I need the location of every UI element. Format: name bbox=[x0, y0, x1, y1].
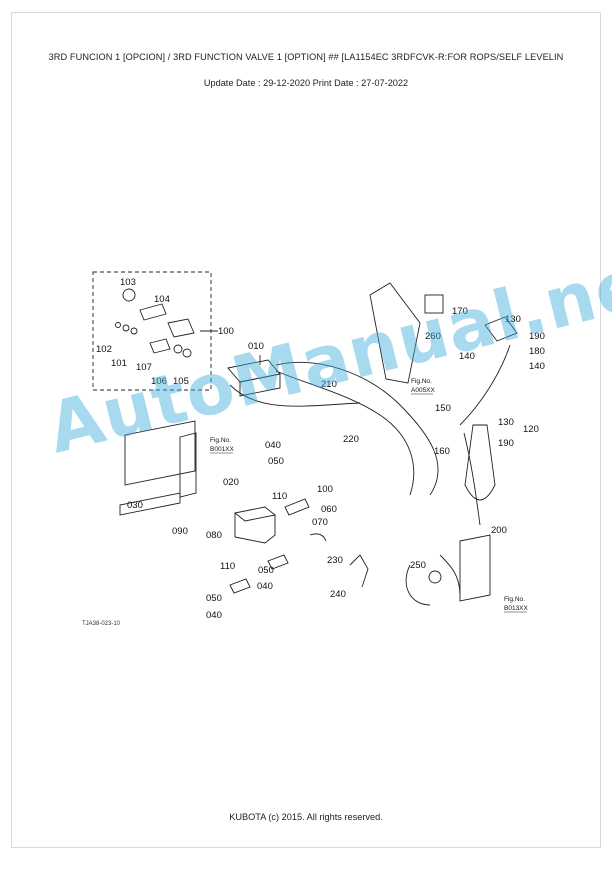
label-103: 103 bbox=[120, 277, 136, 288]
label-101: 101 bbox=[111, 358, 127, 369]
label-070: 070 bbox=[312, 517, 328, 528]
label-090: 090 bbox=[172, 526, 188, 537]
label-130-top: 130 bbox=[505, 314, 521, 325]
label-170: 170 bbox=[452, 306, 468, 317]
label-030: 030 bbox=[127, 500, 143, 511]
part-100-fitting bbox=[284, 498, 310, 516]
label-140-left: 140 bbox=[459, 351, 475, 362]
part-103-nut bbox=[122, 288, 136, 302]
label-150: 150 bbox=[435, 403, 451, 414]
label-200: 200 bbox=[491, 525, 507, 536]
label-140-right: 140 bbox=[529, 361, 545, 372]
cable-150 bbox=[459, 344, 511, 426]
page-dates: Update Date : 29-12-2020 Print Date : 27… bbox=[203, 78, 409, 88]
label-050-a: 050 bbox=[268, 456, 284, 467]
label-130-mid: 130 bbox=[498, 417, 514, 428]
label-050-c: 050 bbox=[206, 593, 222, 604]
label-180: 180 bbox=[529, 346, 545, 357]
footer-copyright: KUBOTA (c) 2015. All rights reserved. bbox=[229, 812, 383, 822]
label-230: 230 bbox=[327, 555, 343, 566]
control-box bbox=[459, 534, 491, 602]
label-100-main: 100 bbox=[317, 484, 333, 495]
part-104-fitting bbox=[139, 303, 167, 321]
label-100-kit: 100 bbox=[218, 326, 234, 337]
part-230-bracket bbox=[349, 554, 369, 588]
label-190-mid: 190 bbox=[498, 438, 514, 449]
label-060: 060 bbox=[321, 504, 337, 515]
label-240: 240 bbox=[330, 589, 346, 600]
figref-b001-line1: Fig.No. bbox=[210, 437, 231, 444]
part-070-elbow bbox=[309, 533, 327, 542]
label-107: 107 bbox=[136, 362, 152, 373]
part-260-plate bbox=[424, 294, 444, 314]
hose-210 bbox=[275, 361, 439, 496]
label-106: 106 bbox=[151, 376, 167, 387]
label-010: 010 bbox=[248, 341, 264, 352]
drawing-code: TJA38-023-10 bbox=[82, 621, 121, 627]
page-title: 3RD FUNCION 1 [OPCION] / 3RD FUNCTION VA… bbox=[48, 52, 564, 62]
part-020-valve bbox=[233, 506, 277, 522]
label-104: 104 bbox=[154, 294, 170, 305]
page-frame bbox=[11, 12, 601, 848]
label-110-b: 110 bbox=[220, 561, 235, 572]
label-040-b: 040 bbox=[257, 581, 273, 592]
figref-a005-line1: Fig.No. bbox=[411, 378, 432, 385]
label-250: 250 bbox=[410, 560, 426, 571]
rops-pillar bbox=[369, 282, 421, 384]
label-120: 120 bbox=[523, 424, 539, 435]
label-050-b: 050 bbox=[258, 565, 274, 576]
label-110-a: 110 bbox=[272, 491, 287, 502]
label-040-a: 040 bbox=[265, 440, 281, 451]
label-210: 210 bbox=[321, 379, 337, 390]
bracket-left bbox=[124, 420, 196, 486]
part-250-switch bbox=[428, 570, 442, 584]
label-190-top: 190 bbox=[529, 331, 545, 342]
label-102: 102 bbox=[96, 344, 112, 355]
label-220: 220 bbox=[343, 434, 359, 445]
figref-a005-line2: A005XX bbox=[411, 387, 436, 394]
part-130-lever bbox=[484, 316, 518, 342]
joystick-boot bbox=[464, 424, 496, 501]
parts-diagram: 103 104 100 102 101 107 106 105 010 210 … bbox=[82, 271, 545, 627]
part-coupler bbox=[167, 318, 195, 338]
label-080: 080 bbox=[206, 530, 222, 541]
figref-b013-line2: B013XX bbox=[504, 605, 529, 612]
label-040-c: 040 bbox=[206, 610, 222, 621]
label-160: 160 bbox=[434, 446, 450, 457]
figref-b013-line1: Fig.No. bbox=[504, 596, 525, 603]
label-020: 020 bbox=[223, 477, 239, 488]
label-260: 260 bbox=[425, 331, 441, 342]
figref-b001-line2: B001XX bbox=[210, 446, 235, 453]
label-105: 105 bbox=[173, 376, 189, 387]
